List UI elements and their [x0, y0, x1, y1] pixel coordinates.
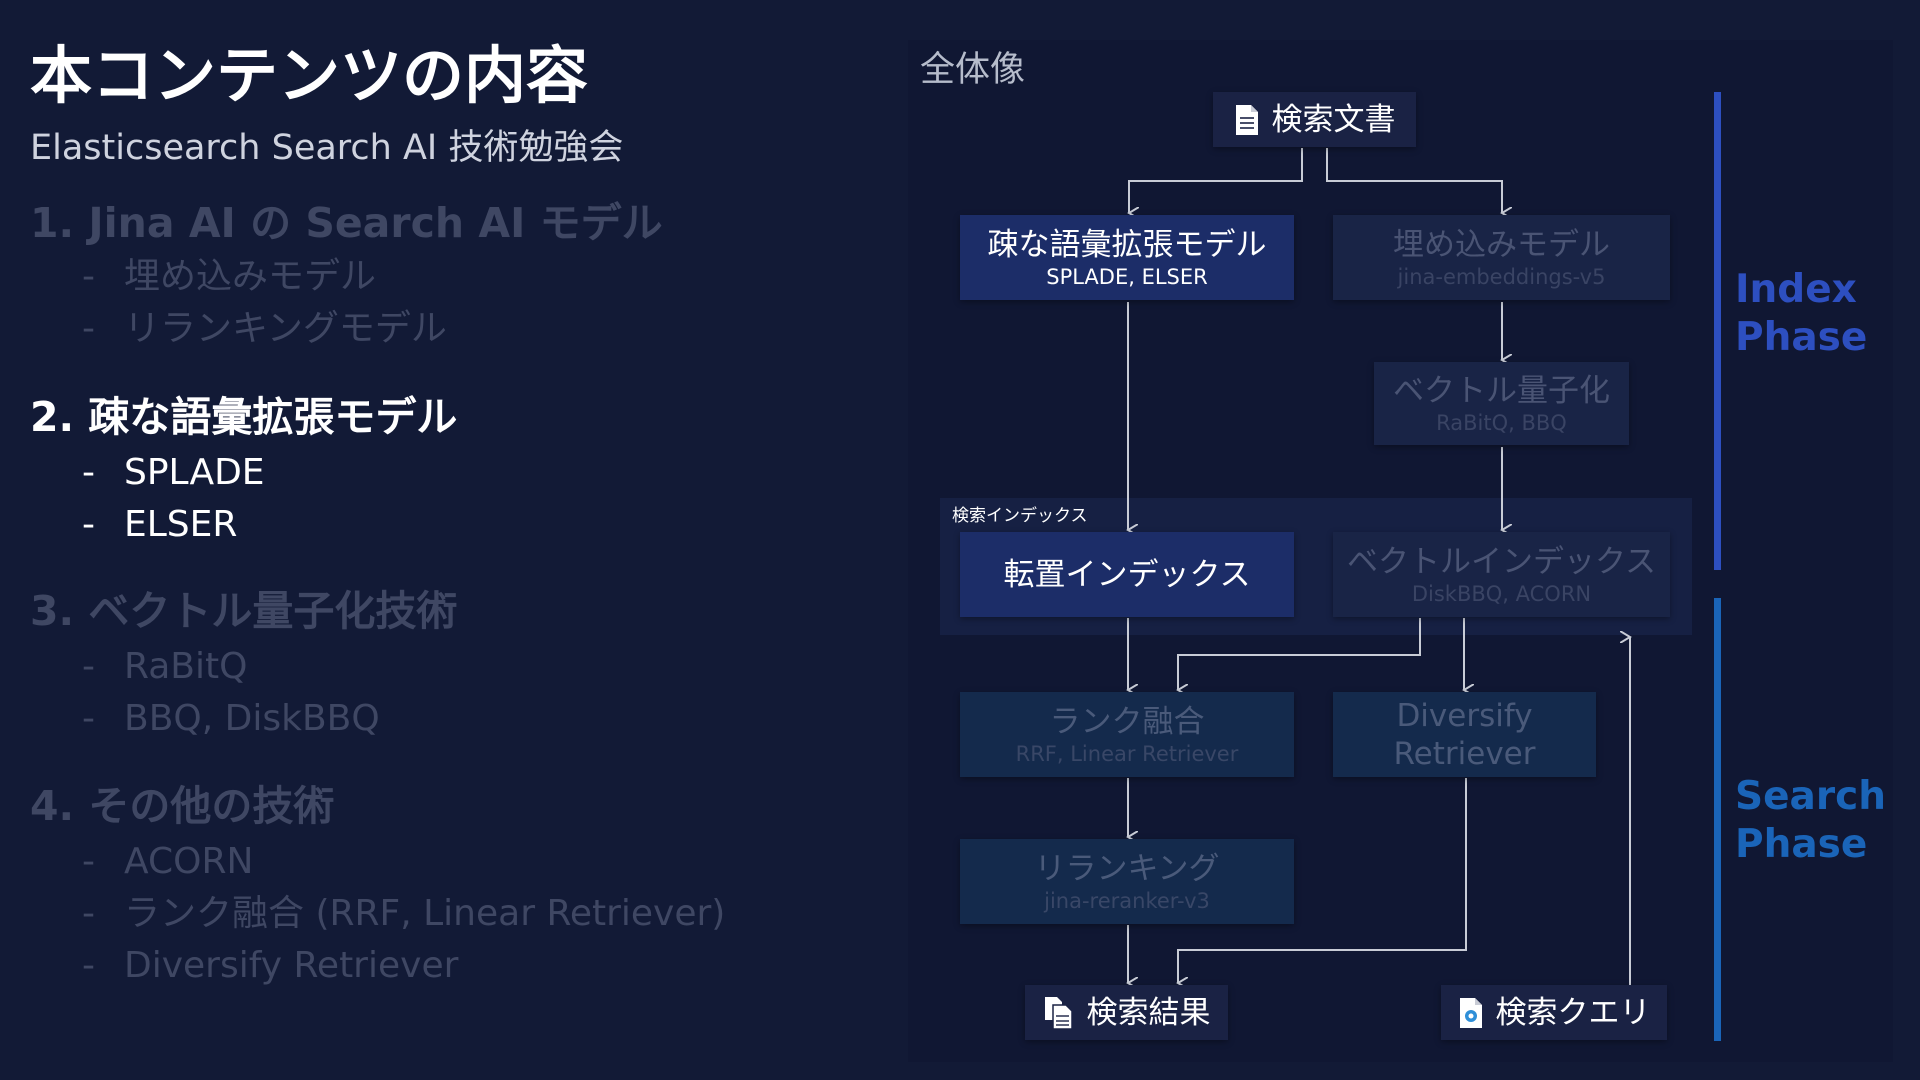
search-result-node: 検索結果: [1025, 985, 1228, 1040]
arrow-doc-to-embed: [1326, 148, 1502, 213]
search-phase-bar: [1714, 598, 1721, 1041]
section-4-heading: 4. その他の技術: [30, 782, 335, 830]
search-result-label: 検索結果: [1086, 994, 1211, 1031]
embedding-model-sub: jina-embeddings-v5: [1397, 264, 1606, 289]
index-phase-bar: [1714, 92, 1721, 570]
section-1-item: -リランキングモデル: [82, 308, 447, 349]
rank-fusion-sub: RRF, Linear Retriever: [1015, 741, 1239, 766]
inverted-index-label: 転置インデックス: [1003, 556, 1251, 593]
section-3-heading: 3. ベクトル量子化技術: [30, 587, 458, 635]
slide-subtitle: Elasticsearch Search AI 技術勉強会: [30, 128, 624, 168]
arrow-diversify-to-result: [1178, 778, 1467, 983]
vector-quantization-sub: RaBitQ, BBQ: [1436, 410, 1567, 435]
arrow-doc-to-sparse: [1129, 148, 1303, 213]
section-3-item: -RaBitQ: [82, 646, 248, 687]
slide-title: 本コンテンツの内容: [30, 39, 589, 112]
query-document-icon: [1459, 997, 1482, 1028]
vector-quantization-node: ベクトル量子化 RaBitQ, BBQ: [1374, 362, 1629, 445]
section-2-heading: 2. 疎な語彙拡張モデル: [30, 393, 458, 441]
section-2-item: -ELSER: [82, 504, 238, 545]
reranking-node: リランキング jina-reranker-v3: [960, 839, 1294, 924]
embedding-model-label: 埋め込みモデル: [1393, 226, 1610, 263]
section-3-item: -BBQ, DiskBBQ: [82, 698, 380, 739]
sparse-model-sub: SPLADE, ELSER: [1046, 264, 1208, 289]
search-query-label: 検索クエリ: [1495, 994, 1651, 1031]
embedding-model-node: 埋め込みモデル jina-embeddings-v5: [1333, 215, 1670, 300]
section-2-item: -SPLADE: [82, 452, 265, 493]
section-1-item: -埋め込みモデル: [82, 256, 377, 297]
rank-fusion-node: ランク融合 RRF, Linear Retriever: [960, 692, 1294, 777]
arrow-vector-to-fusion: [1178, 618, 1421, 690]
vector-index-sub: DiskBBQ, ACORN: [1411, 581, 1592, 606]
search-query-node: 検索クエリ: [1441, 985, 1667, 1040]
inverted-index-node: 転置インデックス: [960, 532, 1294, 617]
search-document-node: 検索文書: [1213, 92, 1416, 147]
diversify-retriever-label: Diversify Retriever: [1393, 697, 1536, 772]
document-icon: [1235, 104, 1258, 135]
diagram-title: 全体像: [920, 50, 1026, 90]
documents-icon: [1044, 996, 1073, 1030]
reranking-label: リランキング: [1034, 850, 1220, 887]
section-4-item: -Diversify Retriever: [82, 945, 459, 986]
sparse-model-node: 疎な語彙拡張モデル SPLADE, ELSER: [960, 215, 1294, 300]
section-1-heading: 1. Jina AI の Search AI モデル: [30, 199, 663, 247]
rank-fusion-label: ランク融合: [1049, 703, 1205, 740]
section-4-item: -ACORN: [82, 841, 254, 882]
search-document-label: 検索文書: [1271, 101, 1396, 138]
search-index-group-label: 検索インデックス: [952, 506, 1088, 526]
reranking-sub: jina-reranker-v3: [1044, 888, 1210, 913]
vector-index-node: ベクトルインデックス DiskBBQ, ACORN: [1333, 532, 1670, 617]
vector-index-label: ベクトルインデックス: [1346, 543, 1657, 580]
section-4-item: -ランク融合 (RRF, Linear Retriever): [82, 893, 726, 934]
search-phase-label: Search Phase: [1735, 774, 1886, 867]
index-phase-label: Index Phase: [1735, 267, 1868, 360]
diversify-retriever-node: Diversify Retriever: [1333, 692, 1596, 777]
sparse-model-label: 疎な語彙拡張モデル: [987, 226, 1267, 263]
vector-quantization-label: ベクトル量子化: [1393, 372, 1610, 409]
